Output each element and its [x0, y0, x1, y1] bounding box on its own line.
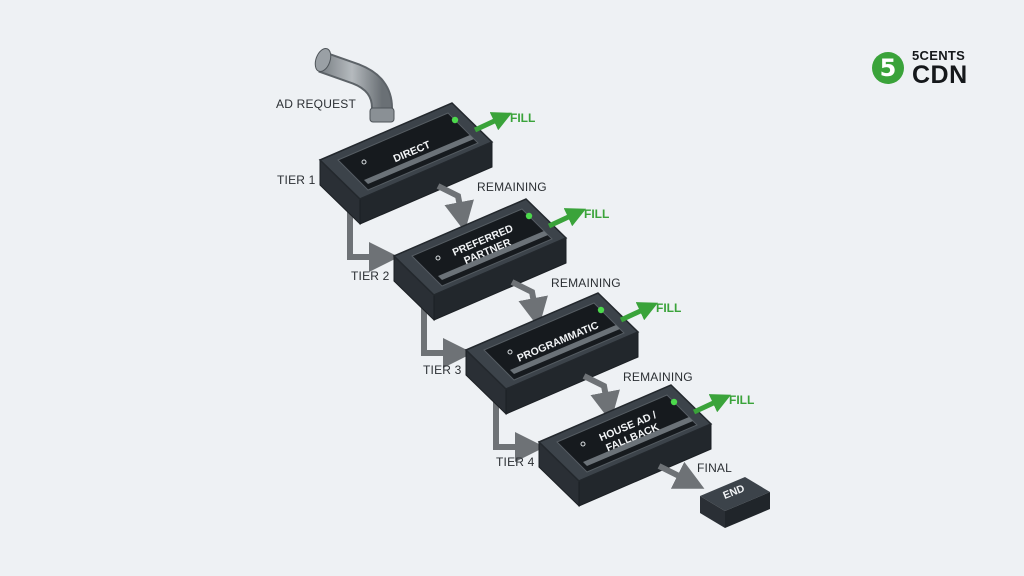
tier-flow-arrow: [493, 400, 545, 462]
user-icon: [580, 441, 586, 447]
user-icon: [507, 349, 513, 355]
fill-arrow-icon: [547, 208, 587, 229]
brand-logo: 5 5CENTS CDN: [868, 46, 984, 90]
pipe-icon: [314, 47, 395, 123]
tier-label: TIER 2: [351, 269, 390, 283]
tier-flow-arrow: [347, 210, 399, 272]
remaining-label: REMAINING: [477, 180, 547, 194]
tier-label: TIER 4: [496, 455, 535, 469]
fill-arrow-icon: [619, 302, 659, 323]
tier-label: TIER 1: [277, 173, 316, 187]
tier-box-4: HOUSE AD /FALLBACK: [537, 384, 713, 508]
remaining-label: REMAINING: [623, 370, 693, 384]
tier-box-3: PROGRAMMATIC: [464, 292, 640, 416]
tier-flow-arrow: [421, 306, 473, 368]
final-arrow-icon: [657, 461, 705, 489]
fill-label: FILL: [729, 393, 754, 407]
status-led-icon: [670, 398, 678, 406]
logo-line-1: 5CENTS: [912, 48, 966, 63]
tier-label: TIER 3: [423, 363, 462, 377]
fill-label: FILL: [656, 301, 681, 315]
tier-box-1: DIRECT: [318, 102, 494, 226]
ad-request-label: AD REQUEST: [276, 97, 356, 111]
fill-label: FILL: [510, 111, 535, 125]
final-label: FINAL: [697, 461, 732, 475]
remaining-arrow-icon: [510, 279, 548, 328]
status-led-icon: [451, 116, 459, 124]
remaining-arrow-icon: [436, 183, 474, 232]
fill-arrow-icon: [473, 112, 513, 133]
status-led-icon: [525, 212, 533, 220]
remaining-arrow-icon: [582, 373, 620, 422]
status-led-icon: [597, 306, 605, 314]
remaining-label: REMAINING: [551, 276, 621, 290]
end-node: END: [700, 477, 770, 528]
user-icon: [361, 159, 367, 165]
fill-label: FILL: [584, 207, 609, 221]
tier-box-2: PREFERREDPARTNER: [392, 198, 568, 322]
logo-badge-icon: 5: [872, 52, 904, 84]
logo-line-2: CDN: [912, 61, 968, 89]
fill-arrow-icon: [692, 394, 732, 415]
user-icon: [435, 255, 441, 261]
